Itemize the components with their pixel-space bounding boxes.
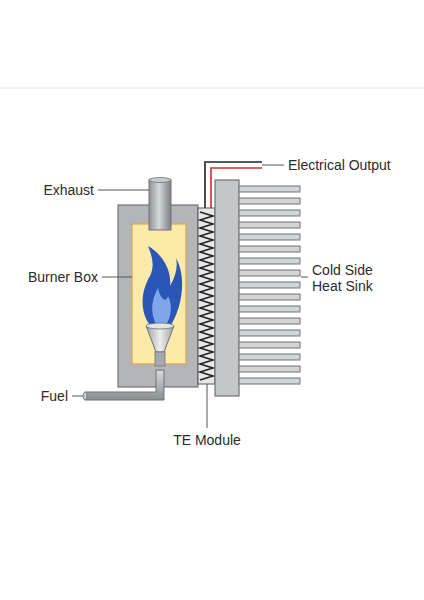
callout-label: Electrical Output [288,157,391,173]
leader-line [72,396,83,397]
leader-line [262,165,284,166]
fin [239,234,300,240]
callout-label: Burner Box [28,269,98,285]
fin [239,270,300,276]
burner-nozzle [146,326,174,352]
fuel-pipe-end [83,392,87,400]
fuel-pipe [85,370,164,400]
flame-outer [143,246,183,334]
te-legs [200,212,213,380]
leader-line [98,190,149,191]
nozzle-rim [146,323,174,329]
fin [239,258,300,264]
callout-label: Fuel [41,388,68,404]
callout-label: TE Module [173,432,241,448]
burner-housing [118,205,198,387]
callout-label: Exhaust [43,182,94,198]
fin [239,294,300,300]
fin [239,210,300,216]
heat-sink-base [215,180,239,396]
leader-line [207,384,208,428]
fin [239,282,300,288]
frame-line [0,88,424,89]
te-module [198,208,215,384]
fin [239,186,300,192]
leader-line [301,277,308,278]
fin [239,306,300,312]
fin [239,222,300,228]
nozzle-stem [155,352,165,366]
te-leg-zigzag [200,212,213,380]
fin [239,366,300,372]
leader-lines [72,165,308,428]
fin [239,378,300,384]
exhaust-rim [149,178,171,183]
burner-chamber [132,224,186,364]
exhaust-pipe [149,180,171,230]
callout-label: Cold Side Heat Sink [312,262,392,294]
leader-line [102,277,132,278]
fin [239,318,300,324]
fin [239,198,300,204]
fin [239,246,300,252]
fin [239,354,300,360]
fin [239,330,300,336]
fin [239,342,300,348]
heat-sink-fins [239,186,300,384]
